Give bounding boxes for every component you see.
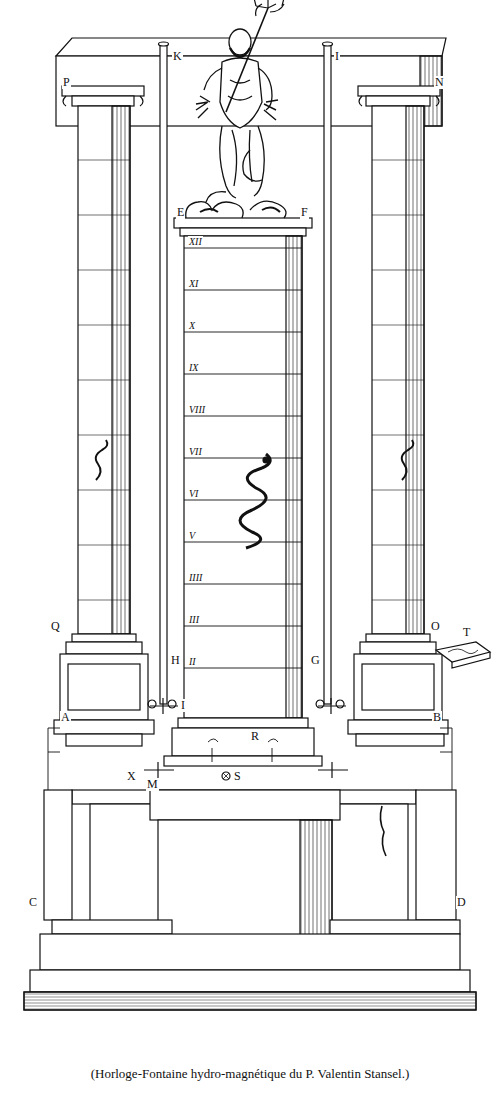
hour-numeral: VII <box>188 446 203 457</box>
part-letter: H <box>170 654 181 667</box>
part-letter: M <box>146 778 159 791</box>
part-letter: K <box>172 50 183 63</box>
hour-line <box>184 416 302 417</box>
part-letter: S <box>233 770 242 783</box>
hour-line <box>184 458 302 459</box>
hour-numeral: X <box>188 320 196 331</box>
hour-numeral: XII <box>188 236 203 247</box>
hour-numeral: II <box>188 656 197 667</box>
part-letter: F <box>300 206 309 219</box>
part-letter: T <box>462 626 471 639</box>
hour-numeral: IX <box>188 362 199 373</box>
hour-line <box>184 500 302 501</box>
part-letter: D <box>456 896 467 909</box>
hour-line <box>184 332 302 333</box>
hour-line <box>184 668 302 669</box>
hour-numeral: III <box>188 614 200 625</box>
hour-line <box>184 584 302 585</box>
part-letter: B <box>432 711 442 724</box>
part-letter: E <box>176 206 185 219</box>
part-letter: O <box>430 620 441 633</box>
hour-numeral: V <box>188 530 196 541</box>
hour-line <box>184 374 302 375</box>
part-letter: Q <box>50 620 61 633</box>
part-letter: P <box>62 76 71 89</box>
hour-line <box>184 248 302 249</box>
part-letter: A <box>60 711 71 724</box>
part-letter: R <box>250 730 260 743</box>
part-letter: I <box>334 50 340 63</box>
hour-numeral: XI <box>188 278 199 289</box>
figure-caption: (Horloge-Fontaine hydro-magnétique du P.… <box>0 1066 500 1082</box>
part-letter: G <box>310 654 321 667</box>
part-letter: I <box>180 699 186 712</box>
hour-numeral: IIII <box>188 572 203 583</box>
hour-line <box>184 626 302 627</box>
hour-line <box>184 290 302 291</box>
hour-numeral: VI <box>188 488 199 499</box>
hour-line <box>184 542 302 543</box>
part-letter: C <box>28 896 38 909</box>
part-letter: X <box>126 770 137 783</box>
hour-numeral: VIII <box>188 404 206 415</box>
part-letter: N <box>434 76 445 89</box>
